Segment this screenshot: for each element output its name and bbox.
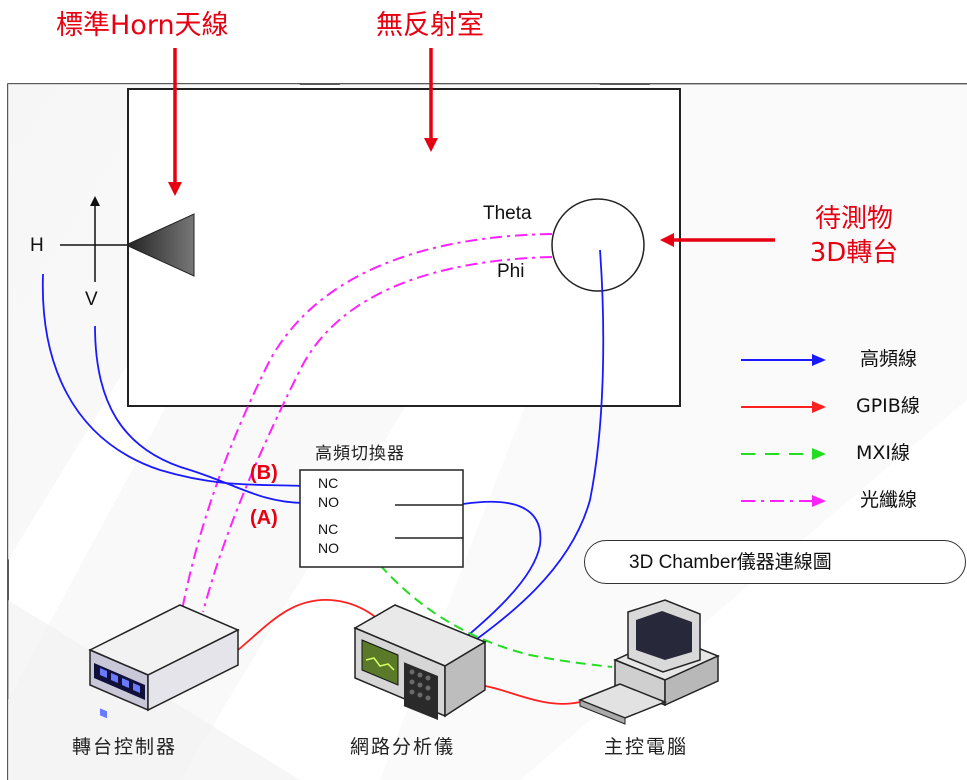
horn-antenna-shape <box>124 213 195 277</box>
mxi-line <box>379 564 613 668</box>
switch-port-1: NC <box>318 475 339 491</box>
host-pc-device <box>577 599 720 725</box>
legend-label-gpib: GPIB線 <box>856 395 920 417</box>
switch-port-2: NO <box>318 494 339 510</box>
caption-text: 3D Chamber儀器連線圖 <box>629 552 832 573</box>
rf-switch-box <box>299 469 464 568</box>
dut-label-line2: 3D轉台 <box>809 238 899 268</box>
dut-arrow <box>660 233 775 247</box>
network-analyzer-device <box>353 604 487 720</box>
horn-arrow <box>168 48 182 196</box>
dut-label: 待測物 3D轉台 <box>778 202 930 270</box>
polarization-h-label: H <box>30 235 44 256</box>
network-analyzer-label: 網路分析儀 <box>350 736 456 758</box>
legend-label-fiber: 光纖線 <box>860 489 918 511</box>
caption-box: 3D Chamber儀器連線圖 <box>584 540 966 584</box>
marker-a: (A) <box>250 507 278 529</box>
fiber-lines <box>181 233 553 613</box>
turntable-controller-device <box>88 604 240 719</box>
legend-label-rf: 高頻線 <box>860 348 918 370</box>
anechoic-chamber-label: 無反射室 <box>376 10 484 41</box>
turntable-controller-label: 轉台控制器 <box>72 736 178 758</box>
marker-b: (B) <box>250 462 278 484</box>
polarization-v-label: V <box>85 289 98 310</box>
switch-port-3: NC <box>318 521 339 537</box>
dut-label-line1: 待測物 <box>814 204 893 234</box>
legend-label-mxi: MXI線 <box>856 442 911 464</box>
dut-turntable-circle <box>551 198 645 292</box>
rf-switch-title: 高頻切換器 <box>315 444 405 464</box>
legend-samples <box>741 354 826 507</box>
chamber-arrow <box>424 48 438 152</box>
phi-label: Phi <box>497 261 525 282</box>
host-pc-label: 主控電腦 <box>604 736 689 758</box>
horn-antenna-label: 標準Horn天線 <box>56 10 229 41</box>
switch-port-4: NO <box>318 540 339 556</box>
theta-label: Theta <box>483 203 532 224</box>
polarization-v-arrow <box>90 196 100 282</box>
